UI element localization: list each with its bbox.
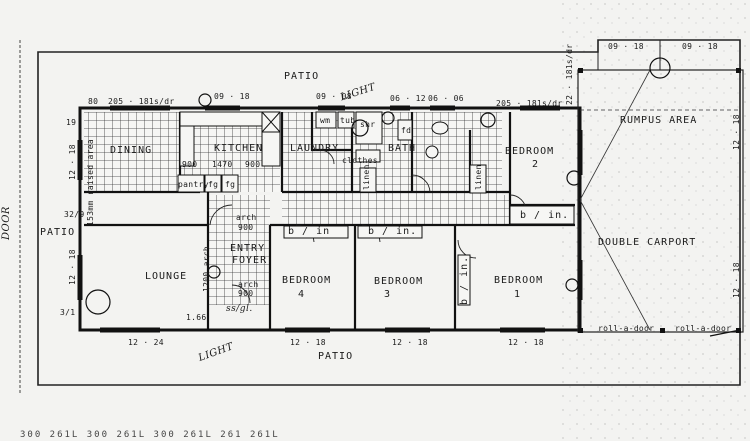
windows — [77, 105, 583, 333]
dimension-label: 900 — [245, 160, 261, 169]
hand-marks — [85, 57, 741, 337]
fridge-label-1: fg — [208, 180, 219, 189]
dimension-label: 06 · 06 — [428, 94, 464, 103]
bedroom4-label: BEDROOM — [282, 275, 332, 286]
fd-label: fd — [401, 126, 412, 135]
double-carport-label: DOUBLE CARPORT — [598, 237, 697, 248]
handwritten-ssgl: ss/gl. — [226, 304, 253, 314]
roll-a-door-label-1: roll-a-door — [598, 324, 655, 333]
bedroom4-number: 4 — [298, 289, 306, 300]
dimension-label: 09 · 18 — [608, 42, 644, 51]
dimension-label: 12 · 18 — [508, 338, 544, 347]
bedroom1-number: 1 — [514, 289, 522, 300]
dimension-label: 1.66 — [186, 313, 207, 322]
bedroom1-label: BEDROOM — [494, 275, 544, 286]
laundry-label: LAUNDRY — [290, 143, 340, 154]
dimension-label: 12 · 18 — [732, 114, 741, 150]
kitchen-fixtures — [177, 111, 281, 193]
dimension-label: 205 · 181s/dr — [108, 97, 175, 106]
bedroom3-label: BEDROOM — [374, 276, 424, 287]
linen-label-1: linen — [362, 164, 371, 190]
handwritten-door: DOOR — [1, 206, 12, 240]
dimension-label: 12 · 18 — [290, 338, 326, 347]
pantry-label: pantry — [178, 180, 209, 189]
lounge-label: LOUNGE — [145, 271, 188, 282]
shower-label: shr — [360, 120, 376, 129]
dimension-label: 09 · 08 — [316, 92, 352, 101]
dimension-label: 80 — [88, 97, 99, 106]
built-in-label-4: b / in. — [459, 255, 470, 305]
roll-a-door-label-2: roll-a-door — [675, 324, 732, 333]
bedroom2-label: BEDROOM — [505, 146, 555, 157]
entry-label: ENTRY — [230, 243, 266, 254]
dimension-label: 1470 — [212, 160, 233, 169]
tub-label: tub — [340, 116, 356, 125]
dimension-label: 19 — [66, 118, 77, 127]
scan-noise — [560, 0, 750, 441]
dimension-label: 12 · 18 — [68, 249, 77, 285]
patio-left-label: PATIO — [40, 227, 76, 238]
dimension-label: 09 · 18 — [682, 42, 718, 51]
rumpus-label: RUMPUS AREA — [620, 115, 698, 126]
dining-label: DINING — [110, 145, 153, 156]
built-in-label-3: b / in. — [368, 226, 418, 237]
built-in-label-1: b / in. — [520, 210, 570, 221]
dimension-label: 12 · 18 — [392, 338, 428, 347]
kitchen-label: KITCHEN — [214, 143, 264, 154]
fridge-label-2: fg — [225, 180, 236, 189]
bath-label: BATH — [388, 143, 417, 154]
washing-machine-label: wm — [320, 116, 331, 125]
arch-900-label: 900 — [238, 223, 254, 232]
patio-top-label: PATIO — [284, 71, 320, 82]
bath-fixtures — [283, 111, 575, 306]
dimension-label: 12 · 24 — [128, 338, 164, 347]
arch-2-900-label: 900 — [238, 289, 254, 298]
bedroom2-number: 2 — [532, 159, 540, 170]
arch-1200-label: 1200 arch — [202, 245, 211, 292]
linen-label-2: linen — [474, 164, 483, 190]
built-in-label-2: b / in — [288, 226, 331, 237]
dimension-label: 205 · 181s/dr — [496, 99, 563, 108]
dining-tiles — [84, 112, 180, 192]
dimension-label: 12 · 18 — [732, 262, 741, 298]
dimension-label: 09 · 18 — [214, 92, 250, 101]
dimension-label: 22 · 181s/dr — [565, 43, 574, 105]
hall-tiles — [284, 195, 509, 225]
dimension-label: 3/1 — [60, 308, 76, 317]
raised-area-label: 153mm raised area — [86, 139, 95, 226]
footer-reference-line: 300 261L 300 261L 300 261L 261 261L — [20, 430, 280, 440]
arch-label-2: arch — [238, 280, 259, 289]
dimension-label: 06 · 12 — [390, 94, 426, 103]
dimension-label: 900 — [182, 160, 198, 169]
foyer-label: FOYER — [232, 255, 268, 266]
dimension-label: 32/9 — [64, 210, 85, 219]
bedroom3-number: 3 — [384, 289, 392, 300]
patio-bottom-label: PATIO — [318, 351, 354, 362]
clothes-label: clothes — [342, 156, 378, 165]
dimension-label: 12 · 18 — [68, 144, 77, 180]
arch-label-1: arch — [236, 213, 257, 222]
